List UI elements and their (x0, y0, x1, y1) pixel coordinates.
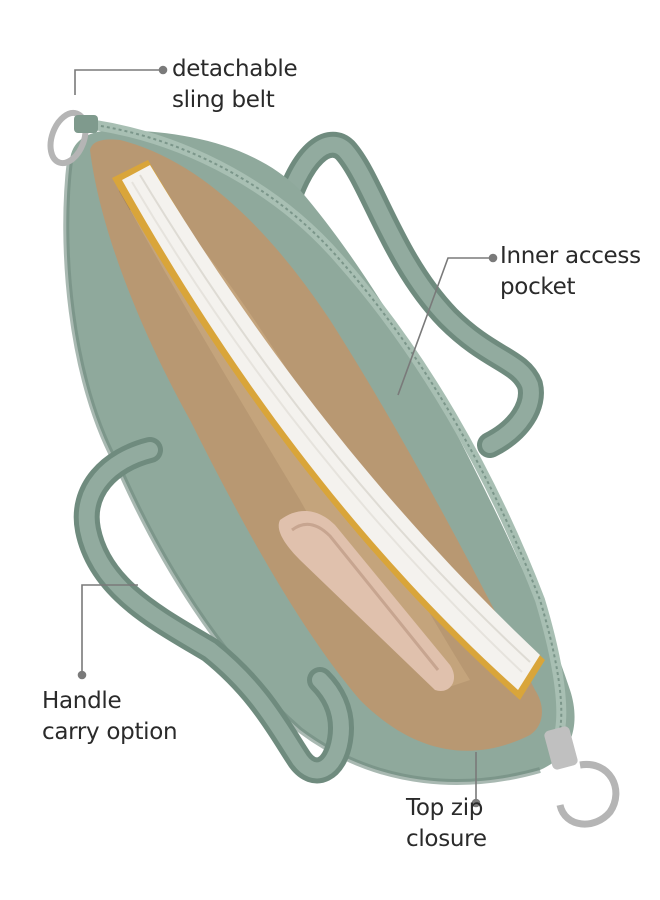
callout-handle: Handle carry option (42, 686, 178, 748)
callout-inner-pocket-line2: pocket (500, 274, 576, 300)
callout-inner-pocket: Inner access pocket (500, 241, 641, 303)
callout-handle-line2: carry option (42, 719, 178, 745)
callout-zip-line1: Top zip (406, 795, 484, 821)
callout-zip: Top zip closure (406, 793, 487, 855)
zipper-pull-icon (544, 726, 620, 828)
callout-sling-belt-line2: sling belt (172, 87, 275, 113)
callout-lines (74, 65, 498, 808)
callout-inner-pocket-line1: Inner access (500, 243, 641, 269)
book (112, 160, 545, 700)
callout-sling-belt: detachable sling belt (172, 54, 298, 116)
callout-sling-belt-line1: detachable (172, 56, 298, 82)
callout-zip-line2: closure (406, 826, 487, 852)
callout-handle-line1: Handle (42, 688, 122, 714)
wallet (278, 510, 455, 691)
sling-ring-icon (47, 109, 98, 167)
